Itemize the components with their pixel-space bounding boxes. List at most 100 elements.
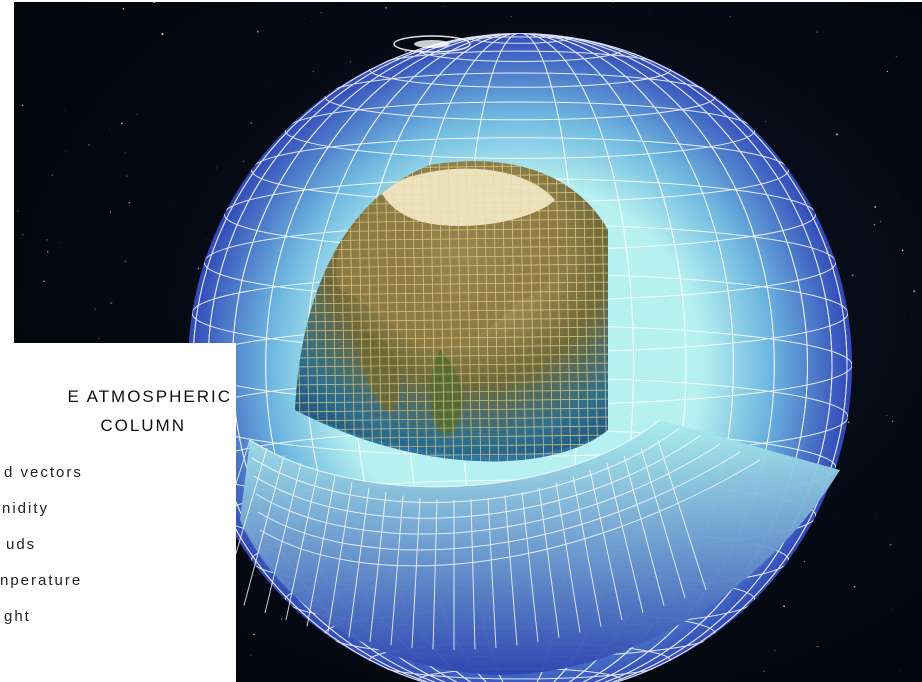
star <box>65 150 66 152</box>
floor-radial <box>348 487 370 638</box>
floor-radial <box>369 491 387 643</box>
floor-radial <box>432 499 438 650</box>
cutaway-floor <box>240 420 840 675</box>
star <box>895 55 898 58</box>
earth-grid-line <box>429 161 437 462</box>
earth-grid-line <box>501 161 509 462</box>
star <box>108 129 110 131</box>
star <box>128 201 131 204</box>
star <box>886 415 888 416</box>
star <box>835 545 836 547</box>
star <box>17 231 19 233</box>
floor-radial <box>606 462 644 614</box>
earth-grid-line <box>295 398 608 404</box>
floor-radial <box>327 482 353 633</box>
star <box>835 133 838 136</box>
star <box>873 223 876 226</box>
star <box>110 301 113 305</box>
star <box>256 30 259 33</box>
legend-list: d vectors nidity uds nperature ght <box>0 464 83 644</box>
star <box>197 267 200 270</box>
star <box>155 25 156 26</box>
earth-grid-line <box>555 161 563 462</box>
star <box>875 515 877 516</box>
earth-grid-line <box>295 389 608 395</box>
star <box>280 618 283 620</box>
floor-radial <box>538 487 560 638</box>
shell-parallel <box>368 50 672 88</box>
floor-radial <box>411 497 421 649</box>
north-pole-vortex-inner <box>414 40 450 48</box>
shell-parallel <box>324 72 716 121</box>
earth-grid-line <box>510 161 518 462</box>
legend-item-wind-vectors: d vectors <box>4 464 83 481</box>
star <box>811 87 813 89</box>
star <box>837 513 839 515</box>
earth-grid-line <box>564 161 572 462</box>
star <box>880 221 882 223</box>
legend-item-temperature: nperature <box>0 572 83 589</box>
earth-grid-line <box>295 425 608 431</box>
earth-grid-line <box>420 161 428 462</box>
floor-radial <box>306 476 336 627</box>
star <box>58 242 60 244</box>
star <box>88 143 91 146</box>
star <box>901 249 904 252</box>
legend-panel: E ATMOSPHERIC COLUMN d vectors nidity ud… <box>0 343 236 682</box>
star <box>253 633 255 636</box>
floor-radial <box>572 476 602 627</box>
earth-grid-line <box>295 416 608 422</box>
star <box>74 97 76 99</box>
star <box>349 61 352 63</box>
earth-grid-line <box>447 161 455 462</box>
floor-arc <box>257 451 741 551</box>
star <box>320 12 322 13</box>
floor-arc <box>253 435 701 519</box>
star <box>886 70 889 73</box>
star <box>763 670 765 673</box>
floor-radial <box>555 482 581 633</box>
floor-radial <box>390 495 404 646</box>
earth-grid-line <box>483 161 491 462</box>
earth-grid-line <box>295 335 608 341</box>
floor-radial <box>657 439 707 591</box>
star <box>125 175 128 178</box>
earth-grid-line <box>295 263 608 269</box>
star <box>64 109 66 111</box>
star <box>161 33 164 36</box>
star <box>122 7 125 10</box>
star <box>803 561 805 563</box>
earth-grid-line <box>411 161 419 462</box>
star <box>43 280 45 283</box>
earth-grid-line <box>375 161 383 462</box>
earth-grid-line <box>295 326 608 332</box>
floor-arc <box>255 443 721 535</box>
star <box>783 605 786 608</box>
earth-grid-line <box>384 161 392 462</box>
earth-grid-line <box>393 161 401 462</box>
left-margin <box>0 0 14 343</box>
star <box>94 308 97 311</box>
star <box>17 210 19 213</box>
star <box>136 113 138 115</box>
shell-meridian <box>265 33 775 682</box>
floor-radial <box>640 447 686 598</box>
earth-grid-line <box>295 380 608 386</box>
earth-grid-line <box>295 236 608 242</box>
earth-grid-line <box>537 161 545 462</box>
star <box>902 3 903 4</box>
legend-title-line-2: COLUMN <box>100 416 186 435</box>
star <box>404 50 407 53</box>
star <box>396 45 397 47</box>
earth-grid-line <box>519 161 527 462</box>
earth-grid-line <box>295 317 608 323</box>
legend-item-humidity: nidity <box>2 500 50 517</box>
star <box>124 260 127 263</box>
star <box>891 420 894 422</box>
star <box>312 70 315 73</box>
star <box>444 6 445 7</box>
earth-grid-line <box>295 272 608 278</box>
star <box>764 121 767 123</box>
star <box>269 83 271 85</box>
earth-grid-line <box>295 362 608 368</box>
